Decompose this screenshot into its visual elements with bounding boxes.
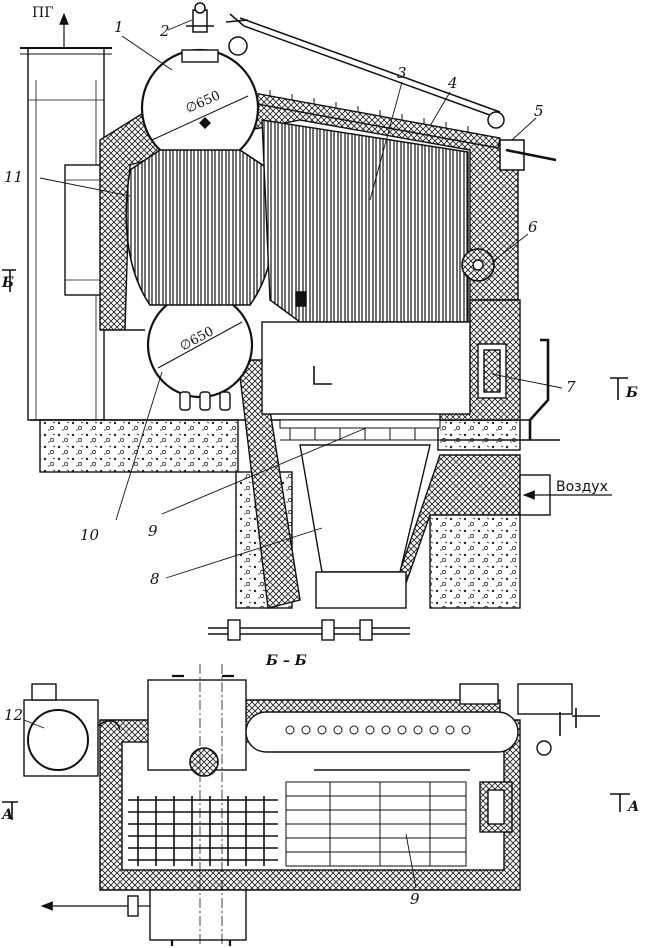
grate-9 (279, 419, 560, 441)
section-title-bb: Б – Б (266, 653, 307, 669)
leader-lines (39, 19, 563, 579)
foundation-right (437, 419, 521, 451)
fan-12 (23, 683, 121, 777)
roof-bolts (269, 90, 469, 132)
valve-assembly (186, 2, 557, 171)
label-7: 7 (566, 378, 576, 396)
furnace-chamber (261, 321, 471, 415)
screen-tubes (125, 149, 276, 306)
bb-grate-9 (285, 769, 470, 867)
cut-mark-b-right: Б (626, 385, 638, 401)
section-marks-bottom (2, 793, 630, 820)
label-air: Воздух (556, 479, 608, 495)
label-12: 12 (4, 706, 24, 724)
ash-gate (315, 571, 407, 609)
label-11: 11 (4, 168, 24, 186)
bb-leader-lines (23, 719, 417, 889)
cut-mark-a-right: А (628, 799, 640, 815)
label-10: 10 (80, 526, 100, 544)
flue-chimney (20, 12, 112, 421)
cut-mark-b-left: Б (2, 275, 14, 291)
bb-lower-box (149, 889, 247, 941)
bb-manhole (189, 747, 219, 777)
label-3: 3 (397, 64, 407, 82)
label-5: 5 (534, 102, 544, 120)
hopper-drive (208, 619, 410, 641)
air-duct (519, 474, 612, 516)
convection-bank (261, 119, 469, 323)
inspection-port-6 (461, 248, 495, 282)
label-8: 8 (150, 570, 160, 588)
foundation-lower-right (429, 507, 521, 609)
bb-axes (199, 664, 223, 946)
label-6: 6 (528, 218, 538, 236)
section-bb-view (2, 664, 630, 946)
cut-mark-a-left: А (2, 807, 14, 823)
brick-lower-wall (237, 359, 301, 609)
section-marks-top (2, 269, 628, 400)
label-pg: ПГ (32, 5, 54, 21)
bb-tube-bank (128, 796, 278, 866)
label-1: 1 (114, 18, 124, 36)
main-section (2, 2, 628, 641)
label-4: 4 (448, 74, 458, 92)
bb-collector (245, 683, 600, 756)
label-9: 9 (148, 522, 158, 540)
lower-drum (146, 291, 254, 411)
label-9-bottom: 9 (410, 890, 420, 908)
fire-tile (295, 291, 307, 307)
burner-7 (477, 338, 550, 440)
label-2: 2 (160, 22, 170, 40)
